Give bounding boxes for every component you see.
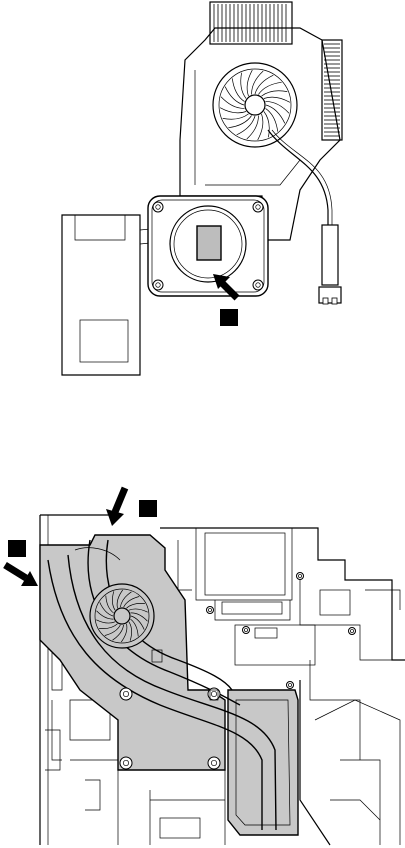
fan-cable xyxy=(268,130,341,304)
secondary-heat-plate xyxy=(62,215,160,375)
thermal-pad xyxy=(197,226,221,260)
top-figure-fan-assembly xyxy=(62,2,342,375)
callout-box-bottom-left xyxy=(8,540,26,557)
bottom-figure-installed xyxy=(5,488,405,845)
installed-assembly xyxy=(40,535,298,835)
arrow-top xyxy=(106,488,125,526)
arrow-left xyxy=(5,565,38,586)
radiator-fins-top xyxy=(210,2,292,44)
fan-top xyxy=(213,63,297,147)
callout-box-top xyxy=(220,309,238,326)
callout-box-bottom-top xyxy=(139,500,157,517)
